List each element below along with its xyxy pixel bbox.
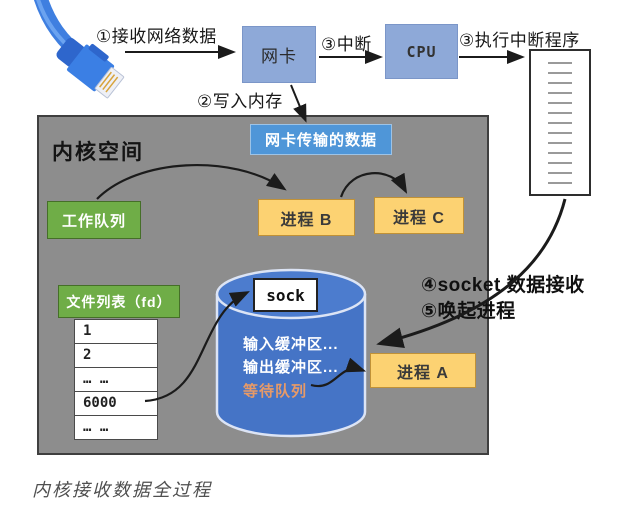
file-list-header: 文件列表（fd） xyxy=(58,285,180,318)
work-queue-box: 工作队列 xyxy=(47,201,141,239)
ethernet-cable-icon xyxy=(33,0,125,99)
file-list-row: … … xyxy=(75,368,157,392)
nic-box: 网卡 xyxy=(242,26,316,83)
arrow-nic-to-memory xyxy=(290,84,307,123)
cpu-box-label: CPU xyxy=(406,42,437,61)
input-buffer-label: 输入缓冲区... xyxy=(243,336,339,353)
nic-data-label: 网卡传输的数据 xyxy=(264,132,377,149)
sock-label: sock xyxy=(266,285,305,305)
sock-box: sock xyxy=(253,278,318,312)
work-queue-label: 工作队列 xyxy=(61,212,126,230)
file-list-row: 6000 xyxy=(75,392,157,416)
output-buffer-label: 输出缓冲区... xyxy=(243,359,339,376)
wait-queue-label: 等待队列 xyxy=(243,383,308,400)
nic-box-label: 网卡 xyxy=(261,47,297,66)
step3-interrupt-label: ③中断 xyxy=(321,35,372,54)
step3-exec-label: ③执行中断程序 xyxy=(459,31,580,50)
file-descriptor-table: 1 2 … … 6000 … … xyxy=(74,319,158,440)
step5-label: ⑤唤起进程 xyxy=(421,301,516,322)
process-b-label: 进程 B xyxy=(280,211,333,229)
cpu-box: CPU xyxy=(385,24,458,79)
process-a-box: 进程 A xyxy=(370,353,476,388)
step4-label: ④socket 数据接收 xyxy=(421,275,585,296)
interrupt-program-box xyxy=(529,49,591,196)
kernel-space-title: 内核空间 xyxy=(52,141,144,164)
file-list-row: … … xyxy=(83,419,109,435)
step1-label: ①接收网络数据 xyxy=(96,27,217,46)
program-instruction-lines xyxy=(548,62,572,188)
process-a-label: 进程 A xyxy=(396,364,449,382)
file-list-row: 1 xyxy=(75,320,157,344)
process-c-label: 进程 C xyxy=(392,209,445,227)
step2-label: ②写入内存 xyxy=(197,92,283,111)
process-c-box: 进程 C xyxy=(374,197,464,234)
diagram-caption: 内核接收数据全过程 xyxy=(32,480,212,500)
process-b-box: 进程 B xyxy=(258,199,355,236)
file-list-row: 2 xyxy=(75,344,157,368)
nic-data-box: 网卡传输的数据 xyxy=(250,124,392,155)
file-list-header-label: 文件列表（fd） xyxy=(66,293,172,310)
